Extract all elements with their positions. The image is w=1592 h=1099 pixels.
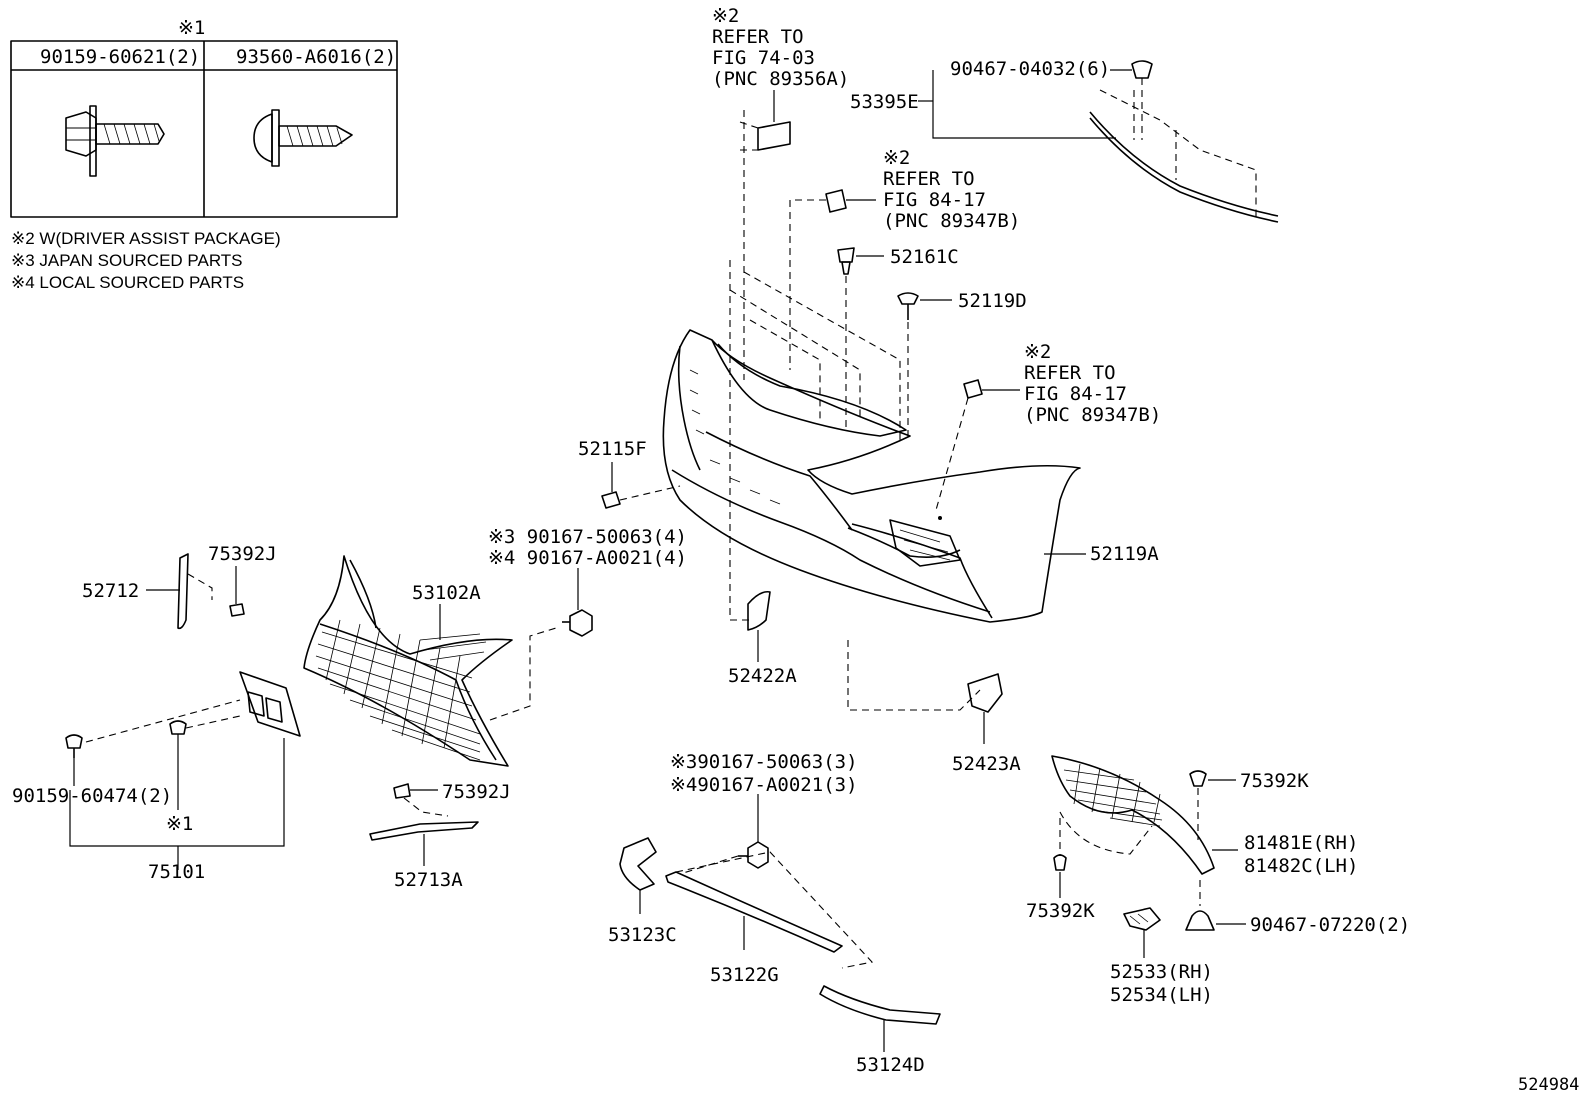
- callout-52422A: 52422A: [728, 665, 797, 687]
- callout-81482C: 81482C(LH): [1244, 855, 1358, 877]
- callout-52161C: 52161C: [890, 246, 959, 268]
- reference-mark: ※2: [883, 147, 910, 169]
- reference-mark: ※2: [712, 5, 739, 27]
- callout-75101: 75101: [148, 861, 205, 883]
- clip-52161C: [837, 247, 884, 430]
- bracket-52422A: [747, 590, 771, 662]
- reference-fig-74-03: ※2 REFER TO FIG 74-03 (PNC 89356A): [712, 5, 849, 90]
- callout-90167-50063-3: ※390167-50063(3): [670, 751, 858, 773]
- bolt-90167-3: [679, 794, 769, 875]
- clip-75392K-bottom: [1053, 818, 1067, 898]
- callout-90467-07220: 90467-07220(2): [1250, 914, 1410, 936]
- bracket-53123C: [619, 837, 657, 914]
- callout-52423A: 52423A: [952, 753, 1021, 775]
- callout-53124D: 53124D: [856, 1054, 925, 1076]
- callout-90167-A0021-3: ※490167-A0021(3): [670, 774, 858, 796]
- tapping-screw-icon: [253, 109, 353, 167]
- sensor-bracket-a: [789, 189, 876, 370]
- notes-block: ※2 W(DRIVER ASSIST PACKAGE) ※3 JAPAN SOU…: [11, 229, 281, 292]
- reference-fig-84-17-b: ※2 REFER TO FIG 84-17 (PNC 89347B): [1024, 341, 1161, 426]
- reference-pnc: (PNC 89347B): [1024, 404, 1161, 426]
- part-53395E: [918, 60, 1279, 223]
- callout-75392K-bottom: 75392K: [1026, 900, 1095, 922]
- callout-53122G: 53122G: [710, 964, 779, 986]
- assembly-guides-bumper: [729, 110, 981, 711]
- reference-pnc: (PNC 89356A): [712, 68, 849, 90]
- clip-90467-07220: [1185, 880, 1246, 931]
- sensor-bracket-b: [935, 379, 1020, 511]
- reference-line: REFER TO: [712, 26, 804, 48]
- note-japan-sourced: ※3 JAPAN SOURCED PARTS: [11, 251, 243, 270]
- table-part-no-1: 90159-60621(2): [40, 46, 200, 68]
- callout-52119D: 52119D: [958, 290, 1027, 312]
- bracket-52423A: [967, 673, 1003, 744]
- callout-53102A: 53102A: [412, 582, 481, 604]
- grille-53102A: [303, 555, 557, 767]
- table-part-no-2: 93560-A6016(2): [236, 46, 396, 68]
- reference-fig: FIG 74-03: [712, 47, 815, 69]
- callout-52533: 52533(RH): [1110, 961, 1213, 983]
- table-header-mark: ※1: [178, 17, 205, 39]
- fog-cover-81481E: [1051, 755, 1238, 875]
- callout-52119A: 52119A: [1090, 543, 1159, 565]
- reference-fig: FIG 84-17: [1024, 383, 1127, 405]
- callout-75392J-top: 75392J: [208, 543, 277, 565]
- bracket-52533: [1123, 907, 1161, 958]
- callout-75392K-top: 75392K: [1240, 770, 1309, 792]
- figure-id: 524984: [1518, 1075, 1579, 1095]
- callout-75392J-bottom: 75392J: [442, 781, 511, 803]
- reference-fig-84-17-a: ※2 REFER TO FIG 84-17 (PNC 89347B): [883, 147, 1020, 232]
- license-bracket-75101: [69, 671, 301, 870]
- callout-52115F: 52115F: [578, 438, 647, 460]
- clip-75392J-top: [229, 566, 245, 617]
- camera-cover-part: [739, 90, 791, 151]
- callout-90167-50063-4: ※3 90167-50063(4): [488, 526, 687, 548]
- callout-52713A: 52713A: [394, 869, 463, 891]
- note-driver-assist: ※2 W(DRIVER ASSIST PACKAGE): [11, 229, 281, 248]
- callout-52534: 52534(LH): [1110, 984, 1213, 1006]
- reference-mark: ※2: [1024, 341, 1051, 363]
- flange-bolt-90167-4: [562, 568, 593, 637]
- callout-90467-04032: 90467-04032(6): [950, 58, 1110, 80]
- reference-line: REFER TO: [883, 168, 975, 190]
- fastener-table: ※1 90159-60621(2) 93560-A6016(2): [10, 17, 398, 218]
- screw-52119D: [897, 292, 952, 440]
- reference-line: REFER TO: [1024, 362, 1116, 384]
- note-local-sourced: ※4 LOCAL SOURCED PARTS: [11, 273, 244, 292]
- hex-flange-bolt-icon: [65, 105, 165, 177]
- callout-90167-A0021-4: ※4 90167-A0021(4): [488, 547, 687, 569]
- clip-75392K-top: [1189, 770, 1236, 840]
- spoiler-53122G: [665, 851, 874, 969]
- bumper-cover-52119A: [662, 329, 1086, 623]
- callout-81481E: 81481E(RH): [1244, 832, 1358, 854]
- clip-75392J-bottom: [393, 783, 449, 817]
- molding-52713A: [369, 821, 479, 866]
- callout-53123C: 53123C: [608, 924, 677, 946]
- molding-53124D: [819, 985, 941, 1052]
- callout-90159-60474: 90159-60474(2): [12, 785, 172, 807]
- callout-mark1: ※1: [166, 813, 193, 835]
- bolt-90159-60474: [65, 734, 83, 786]
- reference-fig: FIG 84-17: [883, 189, 986, 211]
- callout-52712: 52712: [82, 580, 139, 602]
- clip-52115F: [601, 462, 681, 509]
- bolt-mark1: [169, 720, 187, 810]
- molding-52712: [146, 553, 213, 630]
- callout-53395E: 53395E: [850, 91, 919, 113]
- reference-pnc: (PNC 89347B): [883, 210, 1020, 232]
